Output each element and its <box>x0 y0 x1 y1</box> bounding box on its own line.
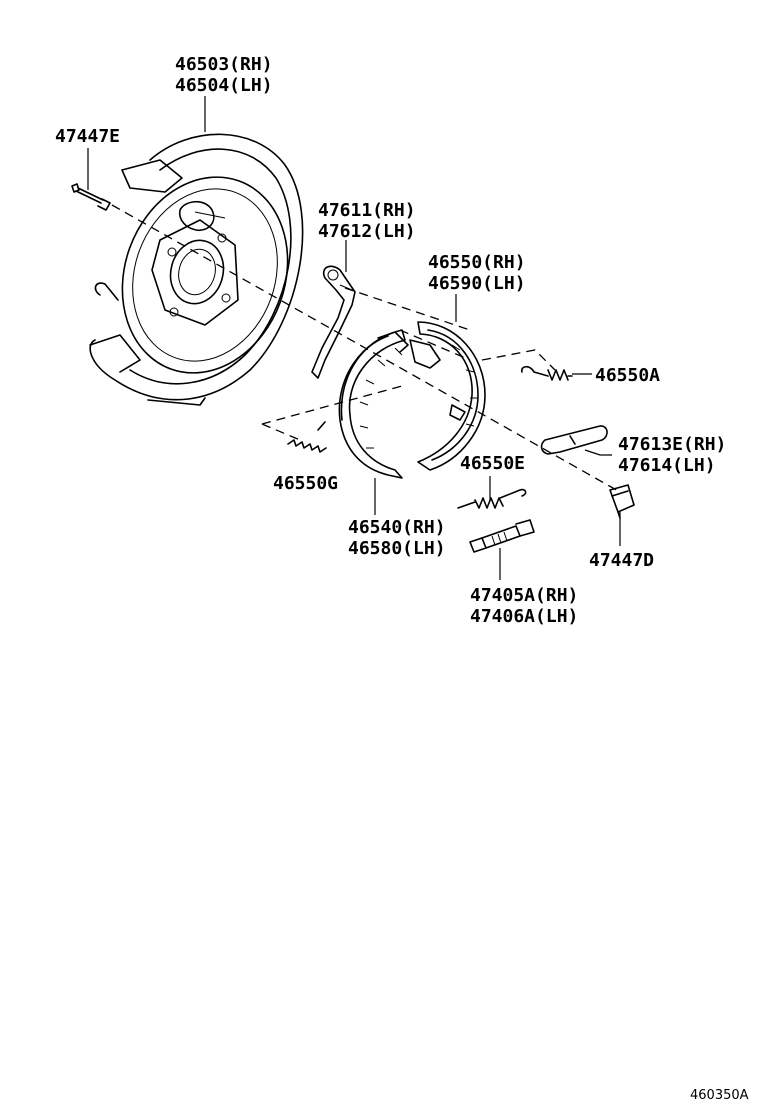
label-47613e: 47613E(RH) <box>618 434 726 455</box>
bolt <box>71 183 111 211</box>
backing-plate <box>89 133 304 406</box>
label-46550e: 46550E <box>460 453 525 474</box>
brake-shoe-front <box>338 329 409 479</box>
label-46504: 46504(LH) <box>175 75 273 96</box>
adjuster <box>469 519 535 553</box>
strut <box>540 425 608 455</box>
spring-46550g <box>287 421 327 453</box>
label-47447e: 47447E <box>55 126 120 147</box>
brake-shoe-rear <box>409 321 486 471</box>
label-47405a: 47405A(RH) <box>470 585 578 606</box>
label-46580: 46580(LH) <box>348 538 446 559</box>
label-46540: 46540(RH) <box>348 517 446 538</box>
figure-reference: 460350A <box>690 1088 749 1103</box>
leader-lines <box>87 96 621 580</box>
label-46550: 46550(RH) <box>428 252 526 273</box>
label-46550g: 46550G <box>273 473 338 494</box>
label-46503: 46503(RH) <box>175 54 273 75</box>
label-46550a: 46550A <box>595 365 660 386</box>
label-47447d: 47447D <box>589 550 654 571</box>
label-46590: 46590(LH) <box>428 273 526 294</box>
spring-46550e <box>457 488 527 509</box>
spring-46550a <box>520 365 573 381</box>
label-47406a: 47406A(LH) <box>470 606 578 627</box>
label-47612: 47612(LH) <box>318 221 416 242</box>
part-labels: 46503(RH) 46504(LH) 47447E 47611(RH) 476… <box>55 54 726 627</box>
label-47614: 47614(LH) <box>618 455 716 476</box>
label-47611: 47611(RH) <box>318 200 416 221</box>
parking-brake-lever <box>311 265 356 379</box>
plug <box>609 484 635 519</box>
